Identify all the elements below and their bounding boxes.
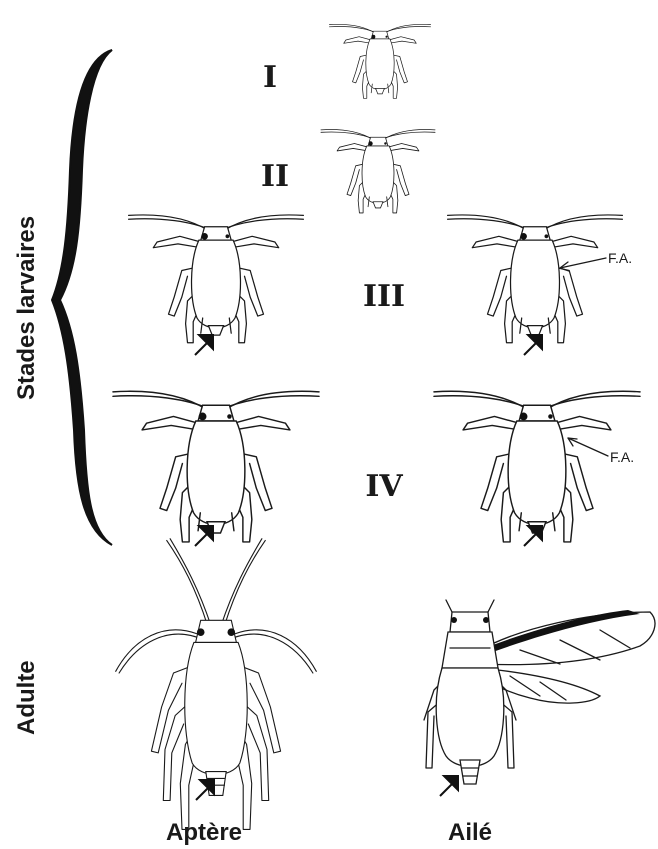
svg-text:F.A.: F.A.	[610, 449, 634, 465]
stages-brace-label: Stades larvaires	[13, 216, 40, 400]
stages-brace	[52, 50, 112, 545]
apterous-label: Aptère	[166, 819, 242, 846]
svg-text:F.A.: F.A.	[608, 250, 632, 266]
stage-numeral-2: II	[261, 159, 289, 194]
aphid-stage-3-winged	[448, 215, 623, 355]
stage-numeral-3: III	[363, 279, 405, 314]
adult-side-label: Adulte	[13, 660, 40, 735]
aphid-stage-1	[329, 24, 430, 98]
winged-label: Ailé	[448, 819, 492, 846]
stage-numeral-4: IV	[365, 469, 403, 504]
stage-numeral-1: I	[263, 60, 277, 95]
aphid-stage-3-apterous	[129, 215, 304, 355]
aphid-adult-apterous	[116, 539, 317, 830]
aphid-stage-2	[321, 130, 435, 213]
wing-pad-label-stage-3: F.A.	[560, 250, 632, 271]
aphid-adult-winged	[424, 600, 655, 796]
aphid-stage-4-apterous	[113, 391, 319, 546]
aphid-stage-4-winged	[434, 391, 640, 546]
